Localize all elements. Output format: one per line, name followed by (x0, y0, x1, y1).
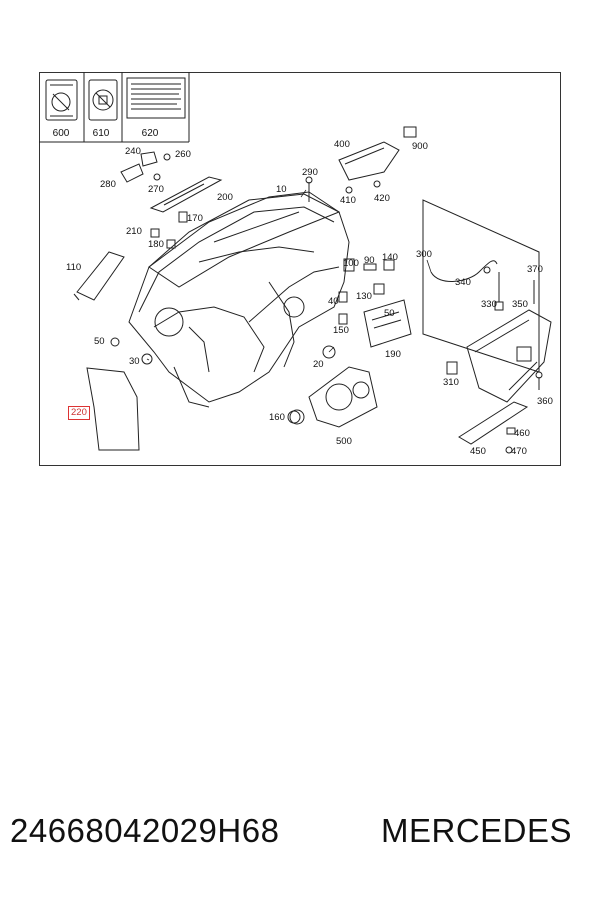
sticker-620-label: 620 (141, 128, 159, 139)
callout-360[interactable]: 360 (537, 396, 553, 407)
part-number: 24668042029H68 (10, 812, 280, 849)
cover-220 (86, 367, 140, 451)
info-label-sticker-icon (126, 77, 186, 119)
parts-310-360 (446, 361, 543, 390)
callout-370[interactable]: 370 (527, 264, 543, 275)
diagram-frame (39, 72, 561, 466)
instrument-cluster-500 (308, 366, 378, 428)
callout-10[interactable]: 10 (276, 184, 287, 195)
callout-110[interactable]: 110 (66, 262, 82, 273)
knob-160 (289, 409, 305, 425)
callout-210[interactable]: 210 (126, 226, 142, 237)
bracket-240-260-270-280 (120, 151, 171, 183)
callout-130[interactable]: 130 (356, 291, 372, 302)
vent-200 (149, 176, 223, 213)
callout-140[interactable]: 140 (382, 252, 398, 263)
small-parts-left (110, 337, 336, 424)
callout-30[interactable]: 30 (129, 356, 140, 367)
switches-90-100-140 (338, 258, 395, 325)
callout-900[interactable]: 900 (412, 141, 428, 152)
callout-460[interactable]: 460 (514, 428, 530, 439)
screw-290 (305, 176, 313, 202)
callout-180[interactable]: 180 (148, 239, 164, 250)
callout-260[interactable]: 260 (175, 149, 191, 160)
callout-290[interactable]: 290 (302, 167, 318, 178)
callout-220-highlighted[interactable]: 220 (68, 406, 90, 420)
dashboard-carrier (128, 193, 350, 408)
callout-350[interactable]: 350 (512, 299, 528, 310)
cable-340 (430, 260, 498, 282)
callout-90[interactable]: 90 (364, 255, 375, 266)
parts-diagram (39, 72, 552, 454)
child-seat-warning-sticker-icon (88, 79, 118, 121)
callout-190[interactable]: 190 (385, 349, 401, 360)
callout-300[interactable]: 300 (416, 249, 432, 260)
airbag-warning-sticker-icon (45, 79, 78, 121)
callout-410[interactable]: 410 (340, 195, 356, 206)
callout-160[interactable]: 160 (269, 412, 285, 423)
sticker-610-label: 610 (92, 128, 110, 139)
callout-50[interactable]: 50 (384, 308, 395, 319)
callout-150[interactable]: 150 (333, 325, 349, 336)
callout-310[interactable]: 310 (443, 377, 459, 388)
callout-330[interactable]: 330 (481, 299, 497, 310)
sticker-600-label: 600 (52, 128, 70, 139)
top-cover-panel (148, 191, 341, 288)
callout-40[interactable]: 40 (328, 296, 339, 307)
airbag-module-400 (338, 126, 417, 194)
trim-450-460-470 (458, 401, 529, 454)
callout-340[interactable]: 340 (455, 277, 471, 288)
header-cells-grid (39, 72, 190, 143)
callout-170[interactable]: 170 (187, 213, 203, 224)
glove-box-group-outline (422, 199, 540, 373)
callout-100[interactable]: 100 (343, 258, 359, 269)
callout-400[interactable]: 400 (334, 139, 350, 150)
side-panel-110 (73, 251, 125, 301)
callout-270[interactable]: 270 (148, 184, 164, 195)
brand-name: MERCEDES (381, 812, 573, 849)
callout-280[interactable]: 280 (100, 179, 116, 190)
callout-20[interactable]: 20 (313, 359, 324, 370)
callout-420[interactable]: 420 (374, 193, 390, 204)
control-unit-190 (363, 299, 412, 348)
callout-470[interactable]: 470 (511, 446, 527, 457)
callout-500[interactable]: 500 (336, 436, 352, 447)
leader-lines (146, 189, 432, 361)
callout-50-left[interactable]: 50 (94, 336, 105, 347)
callout-450[interactable]: 450 (470, 446, 486, 457)
glove-box-300 (466, 309, 552, 403)
footer: 24668042029H68 MERCEDES (0, 812, 600, 862)
callout-240[interactable]: 240 (125, 146, 141, 157)
callout-200[interactable]: 200 (217, 192, 233, 203)
latch-330-350-370 (494, 272, 535, 311)
clips-170-180-210 (150, 211, 188, 249)
